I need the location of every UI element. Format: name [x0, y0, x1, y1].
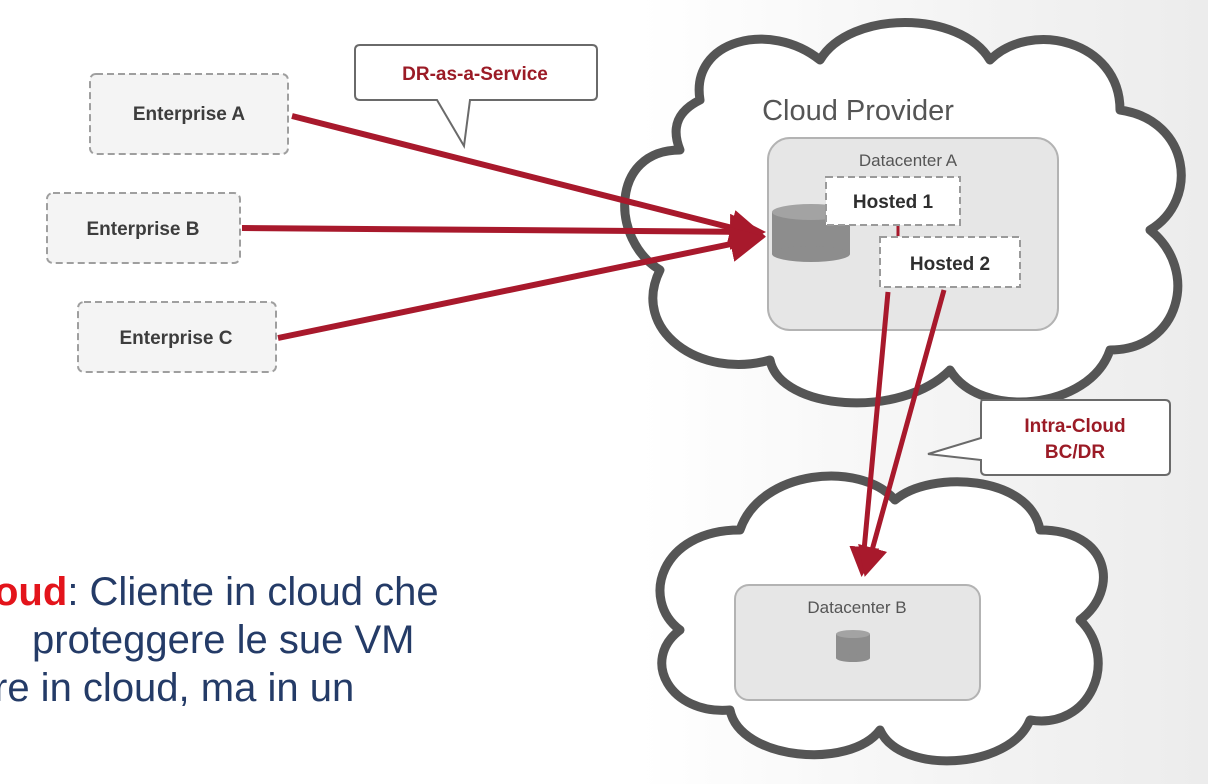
caption-highlight: oud — [0, 570, 68, 614]
enterprise-b-label: Enterprise B — [87, 219, 200, 240]
callout-intra-cloud — [927, 399, 1171, 476]
arrow-intra-cloud-1 — [849, 291, 891, 577]
hosted-2-box — [879, 236, 1021, 288]
database-b-icon — [836, 630, 870, 662]
enterprise-a-label: Enterprise A — [133, 104, 246, 125]
callout-dr-service — [354, 44, 598, 150]
callout-intra-cloud-line2: BC/DR — [1045, 442, 1105, 463]
cloud-provider-label: Cloud Provider — [762, 95, 954, 127]
arrow-enterprise-c — [277, 226, 766, 341]
callout-intra-cloud-line1: Intra-Cloud — [1024, 416, 1125, 437]
database-icon — [772, 204, 850, 262]
arrow-enterprise-b — [241, 213, 766, 250]
caption-line-2: proteggere le sue VM — [32, 618, 415, 662]
datacenter-a-label: Datacenter A — [859, 151, 958, 170]
enterprise-b-box — [46, 192, 241, 264]
datacenter-b-label: Datacenter B — [807, 598, 906, 617]
arrow-intra-cloud-2 — [858, 289, 947, 577]
enterprise-a-box — [89, 73, 289, 155]
hosted-2-label: Hosted 2 — [910, 254, 990, 275]
enterprise-c-label: Enterprise C — [120, 328, 233, 349]
caption-line-3: re in cloud, ma in un — [0, 666, 355, 710]
caption-text: oud: Cliente in cloud che proteggere le … — [0, 568, 634, 712]
hosted-1-label: Hosted 1 — [853, 192, 934, 213]
arrow-enterprise-a — [291, 113, 766, 246]
callout-dr-service-label: DR-as-a-Service — [402, 64, 548, 85]
caption-line-1-rest: : Cliente in cloud che — [67, 570, 439, 614]
enterprise-c-box — [77, 301, 277, 373]
caption-line-1: oud: Cliente in cloud che — [0, 568, 634, 616]
hosted-1-box — [825, 176, 961, 226]
